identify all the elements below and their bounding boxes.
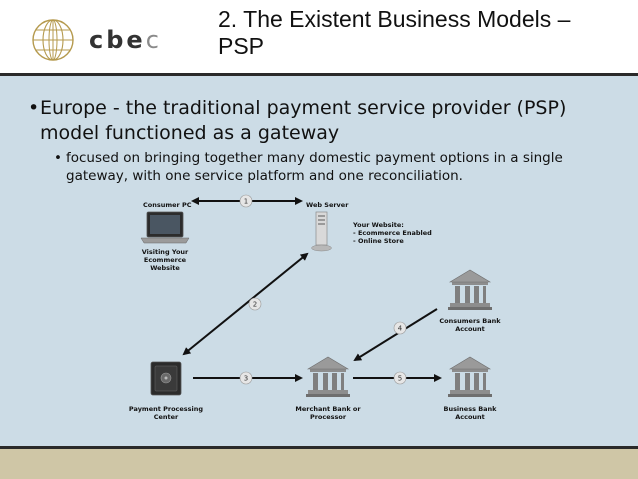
bullet-level-2: • focused on bringing together many dome…	[54, 149, 614, 185]
laptop-icon	[140, 211, 190, 244]
business-bank: Business Bank Account	[443, 356, 497, 421]
title-line-2: PSP	[218, 33, 265, 59]
step-4: 4	[393, 321, 407, 335]
svg-text:3: 3	[244, 375, 248, 383]
logo-letter-c: c	[89, 26, 107, 54]
your-website-note: Your Website: - Ecommerce Enabled - Onli…	[352, 221, 432, 245]
payment-processing-center: Payment Processing Center	[129, 361, 203, 421]
bullet-level-1: • Europe - the traditional payment servi…	[28, 96, 618, 146]
consumer-pc-caption-3: Website	[150, 264, 180, 272]
consumer-pc: Consumer PC Visiting Your Ecommerce Webs…	[140, 201, 192, 272]
merchant-bank-line-2: Processor	[310, 413, 347, 421]
step-2: 2	[248, 297, 262, 311]
consumers-bank-line-2: Account	[455, 325, 485, 333]
bank-icon	[305, 356, 351, 398]
business-bank-line-2: Account	[455, 413, 485, 421]
header-rule	[0, 73, 638, 76]
svg-text:4: 4	[398, 325, 403, 333]
arrow-2	[182, 252, 309, 356]
consumers-bank-line-1: Consumers Bank	[439, 317, 501, 325]
payment-center-line-1: Payment Processing	[129, 405, 203, 413]
svg-text:5: 5	[398, 375, 402, 383]
business-bank-line-1: Business Bank	[443, 405, 497, 413]
svg-text:2: 2	[253, 301, 257, 309]
web-server: Web Server	[306, 201, 349, 252]
payment-flow-diagram: 1 2 3 4 5 Consumer PC Visiting Your	[129, 194, 501, 421]
server-icon	[311, 211, 332, 252]
bank-icon	[447, 269, 493, 311]
consumer-pc-caption-2: Ecommerce	[144, 256, 187, 264]
arrow-4	[353, 308, 438, 362]
bullet-marker: •	[28, 97, 40, 119]
header: cbec 2. The Existent Business Models – P…	[0, 0, 638, 73]
slide-title: 2. The Existent Business Models – PSP	[218, 6, 628, 60]
step-5: 5	[393, 371, 407, 385]
logo-text: cbec	[89, 26, 162, 54]
logo-letter-b: b	[106, 26, 127, 54]
sub-bullet-text: focused on bringing together many domest…	[66, 150, 563, 184]
svg-text:1: 1	[244, 198, 248, 206]
consumer-pc-caption-1: Visiting Your	[142, 248, 189, 256]
logo-letter-c-last: c	[145, 26, 162, 54]
sub-bullet-marker: •	[54, 150, 62, 166]
bullet-text: Europe - the traditional payment service…	[40, 97, 567, 144]
consumers-bank: Consumers Bank Account	[439, 269, 501, 333]
your-website-line-1: Your Website:	[352, 221, 404, 229]
merchant-bank-line-1: Merchant Bank or	[295, 405, 361, 413]
footer-bar	[0, 449, 638, 479]
footer-rule	[0, 446, 638, 449]
step-1: 1	[239, 194, 253, 208]
globe-icon	[32, 19, 74, 61]
logo-letter-e: e	[126, 26, 146, 54]
step-3: 3	[239, 371, 253, 385]
title-line-1: 2. The Existent Business Models –	[218, 6, 571, 32]
your-website-line-2: - Ecommerce Enabled	[353, 229, 432, 237]
your-website-line-3: - Online Store	[353, 237, 404, 245]
consumer-pc-title: Consumer PC	[143, 201, 192, 209]
bank-icon	[447, 356, 493, 398]
merchant-bank: Merchant Bank or Processor	[295, 356, 361, 421]
payment-center-line-2: Center	[154, 413, 179, 421]
safe-icon	[150, 361, 182, 396]
web-server-title: Web Server	[306, 201, 349, 209]
